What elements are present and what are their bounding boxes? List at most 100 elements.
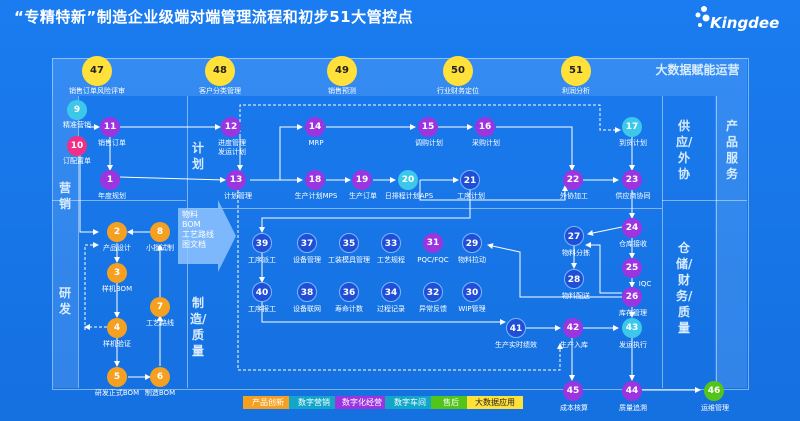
big-node-48-label: 客户分类管理	[199, 87, 241, 95]
node-34[interactable]: 34	[381, 282, 401, 302]
node-30[interactable]: 30	[462, 282, 482, 302]
node-45[interactable]: 45	[563, 381, 583, 401]
node-41[interactable]: 41	[506, 318, 526, 338]
node-25[interactable]: 25	[622, 258, 642, 278]
node-39[interactable]: 39	[252, 233, 272, 253]
node-24-label: 仓库接收	[619, 240, 647, 248]
node-21-label: 工序计划	[457, 192, 485, 200]
node-1[interactable]: 1	[100, 170, 120, 190]
node-46-label: 运维管理	[701, 404, 729, 412]
big-node-50[interactable]: 50	[443, 56, 473, 86]
node-30-label: WIP管理	[458, 305, 486, 313]
big-node-51[interactable]: 51	[561, 56, 591, 86]
node-27-label: 物料分拣	[562, 249, 590, 257]
node-21[interactable]: 21	[460, 170, 480, 190]
node-19[interactable]: 19	[352, 170, 372, 190]
node-23-label: 供应商协同	[615, 192, 651, 200]
main-panel	[52, 58, 749, 390]
node-29[interactable]: 29	[462, 233, 482, 253]
top-band	[52, 58, 747, 96]
node-1-label: 年度规划	[98, 192, 126, 200]
node-32-label: 异常反馈	[419, 305, 447, 313]
node-4[interactable]: 4	[107, 318, 127, 338]
node-33-label: 工艺规程	[377, 256, 405, 264]
legend-product-innovation: 产品创新	[243, 396, 293, 409]
node-8[interactable]: 8	[150, 222, 170, 242]
node-3-label: 样机BOM	[101, 285, 133, 293]
node-28[interactable]: 28	[564, 269, 584, 289]
node-23[interactable]: 23	[622, 170, 642, 190]
node-24[interactable]: 24	[622, 218, 642, 238]
node-11-label: 销售订单	[98, 139, 126, 147]
section-top-band: 大数据赋能运营	[655, 63, 740, 77]
section-supply-outsourcing: 供应/外协	[676, 119, 693, 181]
right-band	[715, 96, 747, 388]
big-node-48[interactable]: 48	[205, 56, 235, 86]
node-3[interactable]: 3	[107, 263, 127, 283]
node-38-label: 设备联网	[293, 305, 321, 313]
node-10[interactable]: 10	[67, 136, 87, 156]
node-43-label: 发运执行	[619, 341, 647, 349]
node-13-label: 计划管理	[224, 192, 252, 200]
input-chevron-arrow	[178, 200, 236, 272]
node-15-label: 调购计划	[415, 139, 443, 147]
node-2[interactable]: 2	[107, 222, 127, 242]
node-17[interactable]: 17	[622, 117, 642, 137]
node-5[interactable]: 5	[107, 367, 127, 387]
node-16[interactable]: 16	[475, 117, 495, 137]
node-41-label: 生产实时绩效	[495, 341, 537, 349]
kingdee-logo-icon	[695, 6, 710, 27]
node-14-label: MRP	[308, 139, 324, 147]
node-39-label: 工序派工	[248, 256, 276, 264]
node-7[interactable]: 7	[150, 297, 170, 317]
node-31-label: PQC/FQC	[417, 256, 449, 264]
big-node-49[interactable]: 49	[327, 56, 357, 86]
node-8-label: 小批试制	[146, 244, 174, 252]
node-13[interactable]: 13	[226, 170, 246, 190]
node-4-label: 样机验证	[103, 340, 131, 348]
node-32[interactable]: 32	[423, 282, 443, 302]
node-6[interactable]: 6	[150, 367, 170, 387]
node-43[interactable]: 43	[622, 318, 642, 338]
section-planning: 计划	[191, 141, 204, 171]
node-9-label: 精准营销	[63, 121, 91, 129]
node-36[interactable]: 36	[339, 282, 359, 302]
plan-divider	[186, 208, 662, 209]
node-15[interactable]: 15	[418, 117, 438, 137]
brand-name: Kingdee	[710, 14, 780, 32]
node-7-label: 工艺路线	[146, 319, 174, 327]
node-28-label: 物料配送	[562, 292, 590, 300]
node-38[interactable]: 38	[297, 282, 317, 302]
node-37[interactable]: 37	[297, 233, 317, 253]
node-35-label: 工装模具管理	[328, 256, 370, 264]
node-20-label: 日排程计划APS	[384, 192, 434, 200]
node-20[interactable]: 20	[398, 170, 418, 190]
node-9[interactable]: 9	[67, 100, 87, 120]
node-35[interactable]: 35	[339, 233, 359, 253]
section-product-service: 产品服务	[725, 119, 738, 181]
node-40[interactable]: 40	[252, 282, 272, 302]
node-11[interactable]: 11	[100, 117, 120, 137]
node-46[interactable]: 46	[704, 381, 724, 401]
node-40-label: 工序报工	[248, 305, 276, 313]
node-12[interactable]: 12	[221, 117, 241, 137]
node-42-label: 生产入库	[560, 341, 588, 349]
big-node-49-label: 销售预测	[328, 87, 356, 95]
node-14[interactable]: 14	[305, 117, 325, 137]
node-44[interactable]: 44	[622, 381, 642, 401]
node-34-label: 过程记录	[377, 305, 405, 313]
node-33[interactable]: 33	[381, 233, 401, 253]
legend-big-data: 大数据应用	[467, 396, 523, 409]
node-27[interactable]: 27	[564, 226, 584, 246]
big-node-47[interactable]: 47	[82, 56, 112, 86]
node-18[interactable]: 18	[305, 170, 325, 190]
node-18-label: 生产计划MPS	[294, 192, 338, 200]
node-22[interactable]: 22	[563, 170, 583, 190]
node-37-label: 设备管理	[293, 256, 321, 264]
mid-divider-left	[52, 200, 186, 201]
node-31[interactable]: 31	[423, 233, 443, 253]
node-22-label: 外协加工	[560, 192, 588, 200]
node-42[interactable]: 42	[563, 318, 583, 338]
node-26[interactable]: 26	[622, 287, 642, 307]
